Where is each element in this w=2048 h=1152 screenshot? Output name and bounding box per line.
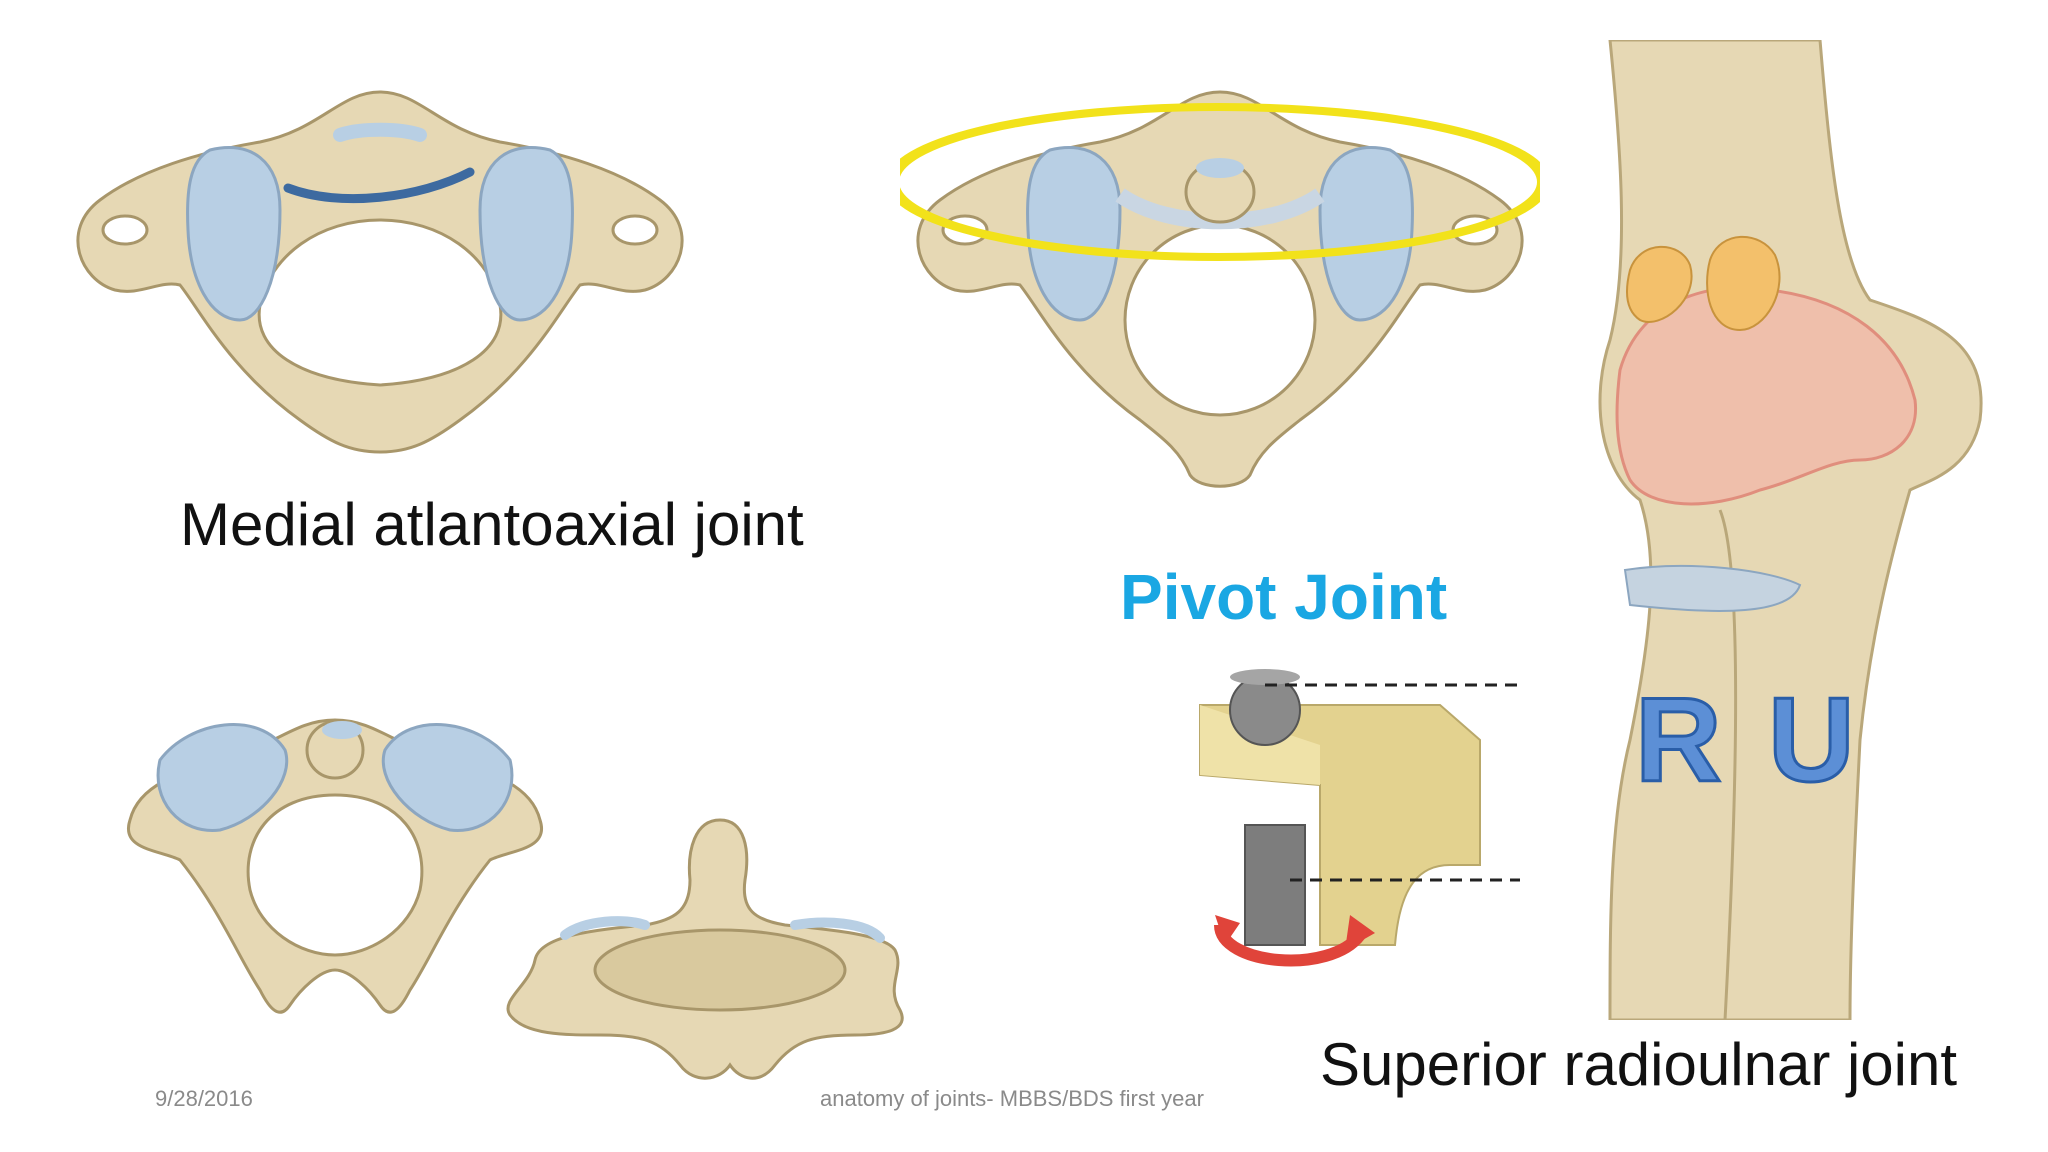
axis-illustration (506, 818, 904, 1080)
radius-label: R (1634, 673, 1724, 807)
highlight-ring (900, 103, 1540, 261)
caption-superior-radioulnar: Superior radioulnar joint (1320, 1031, 1958, 1098)
ulna-label: U (1767, 673, 1857, 807)
footer-course: anatomy of joints- MBBS/BDS first year (820, 1086, 1204, 1111)
atlas-with-dens-illustration (900, 90, 1540, 488)
pivot-joint-illustration (1199, 669, 1520, 967)
elbow-illustration (1598, 40, 1983, 1020)
atlas-illustration-left (76, 90, 684, 454)
atlas-illustration-bottom (126, 718, 544, 1014)
pivot-joint-title: Pivot Joint (1120, 561, 1448, 633)
caption-medial-atlantoaxial: Medial atlantoaxial joint (180, 491, 804, 558)
footer-date: 9/28/2016 (155, 1086, 253, 1111)
curved-arrow-icon (1214, 915, 1375, 967)
